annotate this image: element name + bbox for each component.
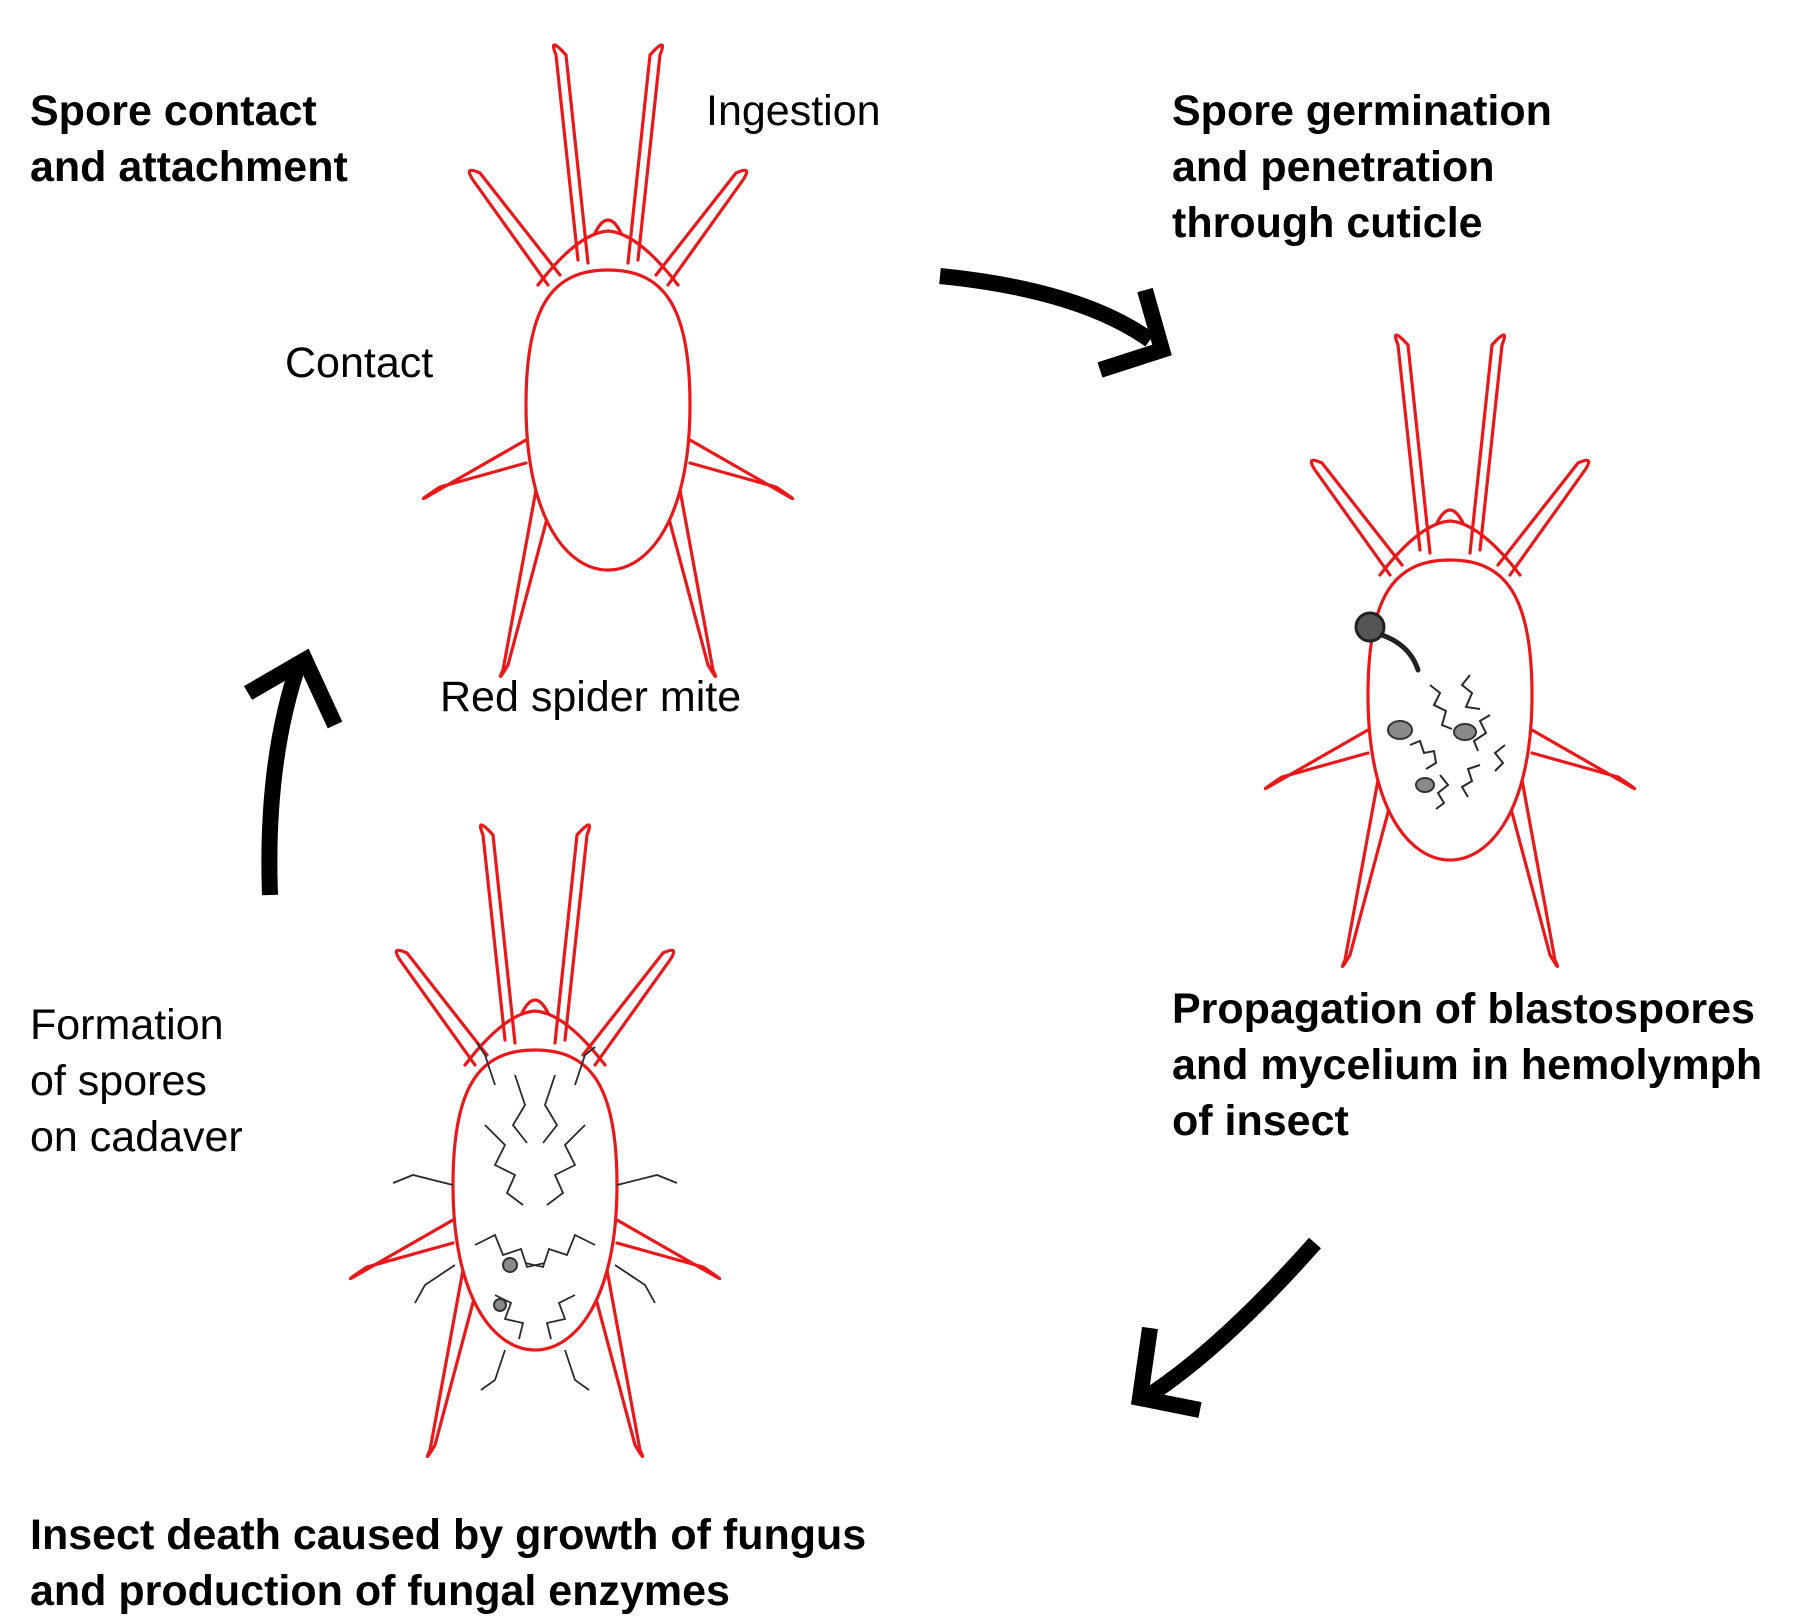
- arrow-attachment-to-germination: [940, 276, 1162, 370]
- mite-drawing-cadaver: [350, 825, 719, 1456]
- mite-drawing-infected: [1265, 335, 1634, 966]
- mite-drawing-top: [423, 45, 792, 676]
- arrow-death-to-attachment: [248, 660, 335, 895]
- arrow-propagation-to-death: [1140, 1243, 1315, 1410]
